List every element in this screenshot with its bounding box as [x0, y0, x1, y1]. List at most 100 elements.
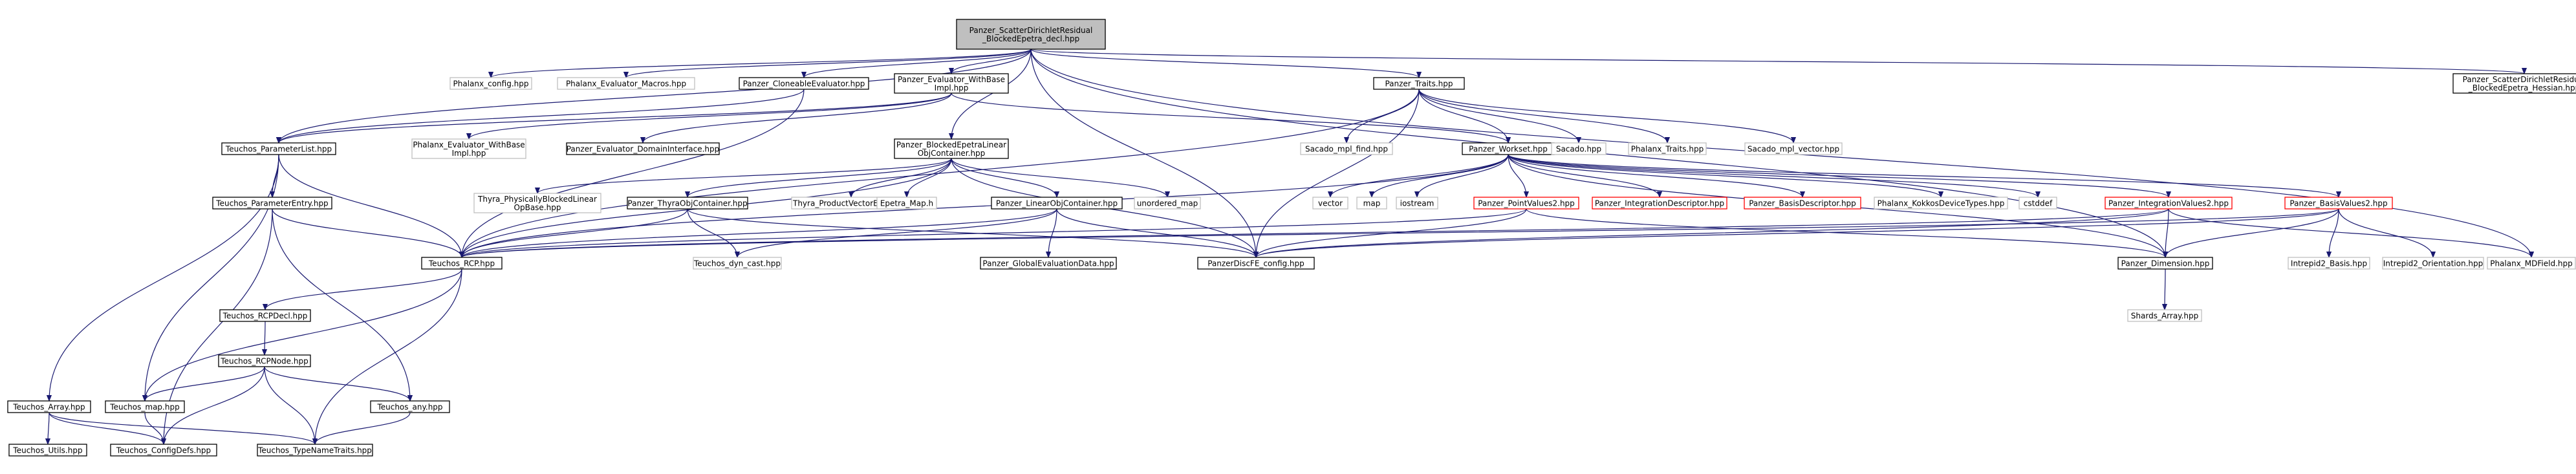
node-phalanx-traits[interactable]: Phalanx_Traits.hpp	[1628, 142, 1707, 155]
edge-workset-to-cstddef	[1508, 154, 2038, 198]
node-map[interactable]: map	[1356, 197, 1387, 210]
node-box	[1373, 77, 1465, 90]
node-mdfield[interactable]: Phalanx_MDField.hpp	[2487, 257, 2576, 270]
node-box	[566, 142, 720, 155]
node-label: Intrepid2_Basis.hpp	[2291, 259, 2367, 268]
node-cstddef[interactable]: cstddef	[2019, 197, 2057, 210]
edge-panzer-traits-to-phalanx-traits	[1418, 89, 1667, 144]
node-box	[894, 73, 1009, 94]
edge-point-values2-to-rcp	[462, 208, 1527, 258]
node-box	[212, 197, 332, 210]
node-label: Shards_Array.hpp	[2131, 312, 2198, 321]
node-global-eval[interactable]: Panzer_GlobalEvaluationData.hpp	[980, 257, 1117, 270]
node-label: Panzer_Evaluator_WithBase	[898, 75, 1005, 84]
edge-rcp-to-rcp-decl	[265, 268, 462, 310]
node-box	[1300, 142, 1393, 155]
node-cloneable-eval[interactable]: Panzer_CloneableEvaluator.hpp	[739, 77, 869, 90]
node-linear-obj[interactable]: Panzer_LinearObjContainer.hpp	[991, 197, 1123, 210]
node-dyn-cast[interactable]: Teuchos_dyn_cast.hpp	[693, 257, 782, 270]
node-box	[1134, 197, 1201, 210]
node-label: Teuchos_RCPNode.hpp	[220, 357, 308, 366]
node-panzer-config[interactable]: PanzerDiscFE_config.hpp	[1197, 257, 1315, 270]
edge-panzer-eval-wbi-to-param-list	[279, 92, 952, 144]
edge-linear-obj-to-panzer-config	[1056, 208, 1256, 258]
node-label: Teuchos_any.hpp	[376, 403, 442, 412]
edge-linear-obj-to-rcp	[462, 208, 1057, 258]
node-intrepid-basis[interactable]: Intrepid2_Basis.hpp	[2288, 257, 2370, 270]
node-vector[interactable]: vector	[1312, 197, 1348, 210]
node-label: Teuchos_RCP.hpp	[428, 259, 495, 268]
node-sacado[interactable]: Sacado.hpp	[1551, 142, 1607, 155]
node-config-defs[interactable]: Teuchos_ConfigDefs.hpp	[110, 444, 217, 457]
node-box	[980, 257, 1117, 270]
node-label: Teuchos_ConfigDefs.hpp	[116, 446, 211, 455]
node-root[interactable]: Panzer_ScatterDirichletResidual_BlockedE…	[956, 19, 1106, 50]
node-unordered-map[interactable]: unordered_map	[1134, 197, 1201, 210]
node-epetra-map[interactable]: Epetra_Map.h	[876, 197, 937, 210]
node-basis-desc[interactable]: Panzer_BasisDescriptor.hpp	[1744, 197, 1861, 210]
node-dimension[interactable]: Panzer_Dimension.hpp	[2117, 257, 2213, 270]
node-panzer-traits[interactable]: Panzer_Traits.hpp	[1373, 77, 1465, 90]
node-phalanx-eval-macros[interactable]: Phalanx_Evaluator_Macros.hpp	[557, 77, 695, 90]
node-box	[2452, 73, 2576, 94]
edge-teuchos-map-to-config-defs	[144, 412, 164, 445]
node-box	[2487, 257, 2576, 270]
node-blocked-epetra[interactable]: Panzer_BlockedEpetraLinearObjContainer.h…	[894, 138, 1009, 159]
edge-root-to-param-list	[279, 48, 1032, 143]
node-typename-traits[interactable]: Teuchos_TypeNameTraits.hpp	[257, 444, 373, 457]
node-point-values2[interactable]: Panzer_PointValues2.hpp	[1473, 197, 1579, 210]
node-rcp[interactable]: Teuchos_RCP.hpp	[421, 257, 503, 270]
node-rcp-decl[interactable]: Teuchos_RCPDecl.hpp	[219, 309, 311, 322]
node-kokkos-types[interactable]: Phalanx_KokkosDeviceTypes.hpp	[1874, 197, 2008, 210]
node-box	[1356, 197, 1387, 210]
node-teuchos-utils[interactable]: Teuchos_Utils.hpp	[8, 444, 87, 457]
node-box	[8, 444, 87, 457]
edge-root-to-cloneable-eval	[804, 48, 1032, 78]
edge-basis-values2-to-dimension	[2165, 208, 2339, 258]
node-box	[2288, 257, 2370, 270]
node-workset[interactable]: Panzer_Workset.hpp	[1462, 142, 1555, 155]
edge-workset-to-basis-desc	[1508, 154, 1802, 198]
node-sacado-mpl-find[interactable]: Sacado_mpl_find.hpp	[1300, 142, 1393, 155]
node-label: Phalanx_MDField.hpp	[2490, 259, 2573, 268]
node-label: Panzer_BasisDescriptor.hpp	[1749, 199, 1856, 208]
node-teuchos-map[interactable]: Teuchos_map.hpp	[105, 400, 185, 413]
node-rcp-node[interactable]: Teuchos_RCPNode.hpp	[218, 354, 311, 367]
edge-param-list-to-rcp	[278, 154, 462, 257]
node-box	[110, 444, 217, 457]
node-sacado-mpl-vector[interactable]: Sacado_mpl_vector.hpp	[1744, 142, 1843, 155]
node-param-entry[interactable]: Teuchos_ParameterEntry.hpp	[212, 197, 332, 210]
edge-teuchos-array-to-teuchos-utils	[48, 412, 49, 444]
node-basis-values2[interactable]: Panzer_BasisValues2.hpp	[2284, 197, 2393, 210]
node-label: Epetra_Map.h	[880, 199, 933, 208]
node-hessian[interactable]: Panzer_ScatterDirichletResidual_BlockedE…	[2452, 73, 2576, 94]
node-intrepid-orient[interactable]: Intrepid2_Orientation.hpp	[2382, 257, 2484, 270]
node-iostream[interactable]: iostream	[1396, 197, 1438, 210]
node-label: Teuchos_dyn_cast.hpp	[693, 259, 781, 268]
node-integration-desc[interactable]: Panzer_IntegrationDescriptor.hpp	[1592, 197, 1727, 210]
node-label: Intrepid2_Orientation.hpp	[2383, 259, 2484, 268]
edge-panzer-traits-to-workset	[1418, 89, 1508, 143]
node-eval-domain[interactable]: Panzer_Evaluator_DomainInterface.hpp	[566, 142, 720, 155]
node-teuchos-any[interactable]: Teuchos_any.hpp	[370, 400, 450, 413]
node-phalanx-config[interactable]: Phalanx_config.hpp	[449, 77, 532, 90]
node-box	[1874, 197, 2008, 210]
edge-root-to-panzer-traits	[1030, 48, 1419, 78]
edge-panzer-eval-wbi-to-eval-domain	[643, 92, 952, 144]
edge-rcp-node-to-config-defs	[164, 366, 265, 444]
edge-workset-to-vector	[1330, 154, 1509, 198]
edge-linear-obj-to-dyn-cast	[737, 208, 1057, 258]
node-box	[2105, 197, 2233, 210]
node-label: Panzer_CloneableEvaluator.hpp	[743, 80, 865, 89]
node-thyra-obj[interactable]: Panzer_ThyraObjContainer.hpp	[627, 197, 748, 210]
node-box	[894, 138, 1009, 159]
node-integration-values2[interactable]: Panzer_IntegrationValues2.hpp	[2105, 197, 2233, 210]
node-shards[interactable]: Shards_Array.hpp	[2127, 309, 2202, 322]
node-label: ObjContainer.hpp	[918, 149, 986, 158]
node-param-list[interactable]: Teuchos_ParameterList.hpp	[221, 142, 336, 155]
edge-teuchos-array-to-config-defs	[49, 412, 164, 445]
node-teuchos-array[interactable]: Teuchos_Array.hpp	[7, 400, 91, 413]
